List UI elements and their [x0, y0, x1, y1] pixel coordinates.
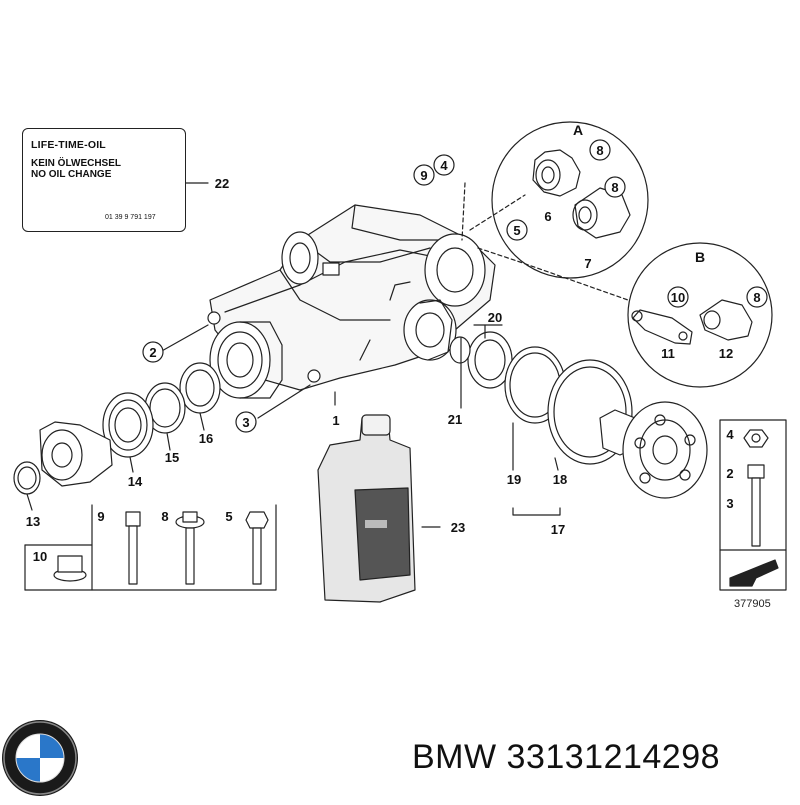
callout-12: 12	[719, 346, 733, 361]
hardware-box-right	[719, 419, 787, 591]
seal-ring-15	[144, 382, 186, 434]
detail-a-letter: A	[573, 122, 583, 138]
oil-label-line1: KEIN ÖLWECHSEL	[31, 158, 122, 169]
callout-8-c: 8	[753, 290, 760, 305]
callout-19: 19	[507, 472, 521, 487]
callout-22: 22	[215, 176, 229, 191]
oil-label-line2: NO OIL CHANGE	[31, 169, 112, 180]
seal-ring-16	[179, 362, 221, 414]
callout-9-hw: 9	[97, 509, 104, 524]
diagram-id: 377905	[734, 598, 771, 610]
callout-8-b: 8	[611, 180, 618, 195]
ring-21	[449, 336, 471, 364]
callout-8-a: 8	[596, 143, 603, 158]
callout-11: 11	[661, 346, 675, 361]
callout-5: 5	[513, 223, 520, 238]
brand-part-number: BMW 33131214298	[412, 738, 721, 776]
detail-b	[627, 242, 773, 388]
callout-labels: 9 4 8 8 5 6 7 10 8 11 12 2 3 1 22 20 21 …	[26, 122, 761, 564]
callout-14: 14	[128, 474, 143, 489]
oil-bottle	[317, 414, 416, 603]
callout-4-hw: 4	[726, 427, 734, 442]
callout-10: 10	[671, 290, 685, 305]
seal-20	[467, 331, 513, 389]
callout-16: 16	[199, 431, 213, 446]
drive-flange-17	[599, 401, 708, 499]
circled-callouts	[142, 139, 768, 433]
bmw-logo	[2, 720, 78, 796]
callout-21: 21	[448, 412, 462, 427]
callout-3-hw: 3	[726, 496, 733, 511]
hardware-box-bottom	[24, 504, 277, 591]
callout-7: 7	[584, 256, 591, 271]
callout-17: 17	[551, 522, 565, 537]
callout-23: 23	[451, 520, 465, 535]
callout-2: 2	[149, 345, 156, 360]
callout-3: 3	[242, 415, 249, 430]
shim-14	[102, 392, 154, 458]
callout-2-hw: 2	[726, 466, 733, 481]
callout-18: 18	[553, 472, 567, 487]
oil-label-title: LIFE-TIME-OIL	[31, 139, 106, 151]
callout-1: 1	[332, 413, 339, 428]
oil-label-part-number: 01 39 9 791 197	[105, 214, 156, 221]
callout-8-hw: 8	[161, 509, 168, 524]
snap-ring-13	[13, 461, 41, 495]
callout-9: 9	[420, 168, 427, 183]
detail-a	[491, 121, 649, 279]
callout-5-hw: 5	[225, 509, 232, 524]
callout-6: 6	[544, 209, 551, 224]
callout-13: 13	[26, 514, 40, 529]
callout-10-hw: 10	[33, 549, 47, 564]
oil-label-sticker: LIFE-TIME-OIL KEIN ÖLWECHSEL NO OIL CHAN…	[22, 128, 186, 232]
flange-cup	[39, 421, 113, 487]
callout-20: 20	[488, 310, 502, 325]
detail-b-letter: B	[695, 249, 705, 265]
output-flange	[209, 321, 283, 399]
callout-15: 15	[165, 450, 179, 465]
callout-4: 4	[440, 158, 448, 173]
